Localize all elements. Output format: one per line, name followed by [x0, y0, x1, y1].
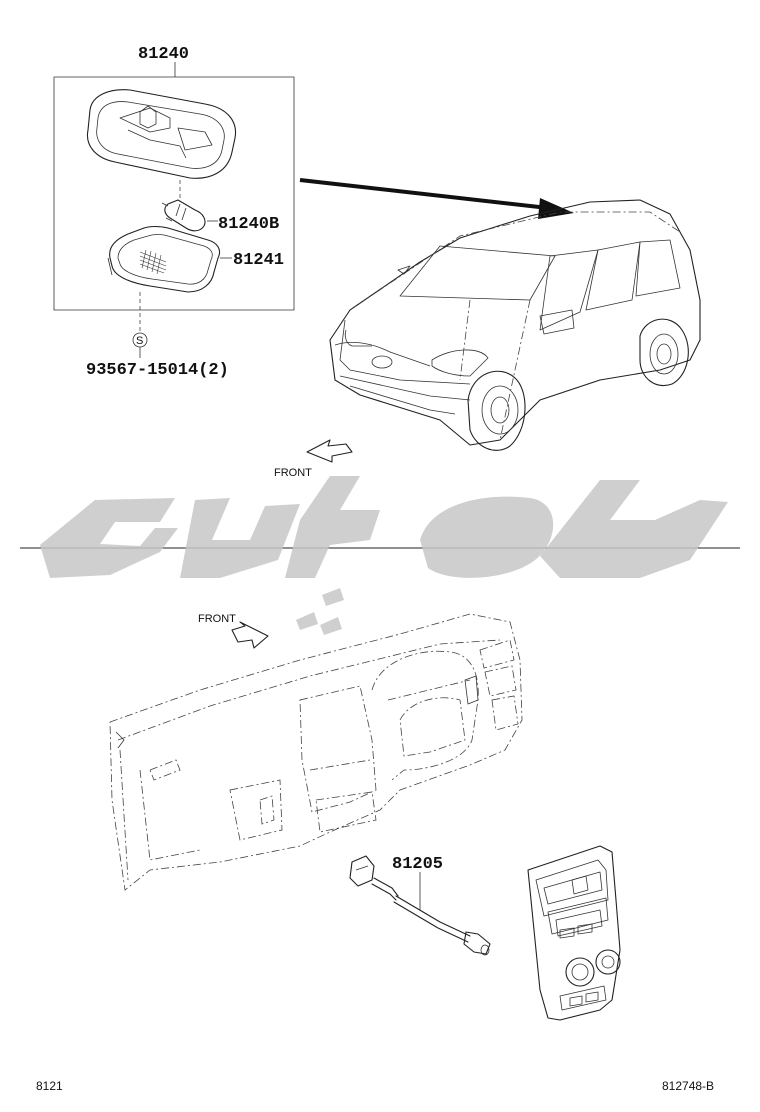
climate-knob-left: [565, 957, 595, 987]
front-direction-arrow-top: FRONT: [274, 439, 353, 479]
part-number-81240: 81240: [138, 45, 189, 64]
front-label-bottom: FRONT: [198, 613, 236, 625]
front-wheel: [481, 385, 519, 435]
vehicle-illustration: [329, 199, 701, 451]
vehicle-emblem: [371, 355, 393, 369]
harness-connector: [349, 855, 375, 887]
part-number-81240B: 81240B: [218, 215, 279, 234]
part-number-81205: 81205: [392, 855, 443, 874]
footer-right-code: 812748-B: [662, 1079, 714, 1093]
watermark-logo: [40, 476, 728, 635]
instrument-panel-illustration: [109, 613, 523, 891]
footer-left-code: 8121: [36, 1079, 63, 1093]
rear-wheel: [649, 333, 679, 375]
assembly-frame: [53, 76, 295, 311]
harness-socket: [463, 931, 491, 955]
part-number-93567: 93567-15014(2): [86, 361, 229, 380]
front-label-top: FRONT: [274, 467, 312, 479]
lamp-housing: [86, 89, 237, 179]
wire-harness-81205: 81205: [349, 855, 491, 956]
lens-grid-pattern: [139, 249, 167, 275]
festoon-bulb: [161, 199, 206, 232]
center-cluster-panel: [527, 845, 621, 1021]
lamp-lens: [107, 225, 221, 293]
front-direction-arrow-bottom: FRONT: [198, 613, 269, 649]
part-number-81241: 81241: [233, 251, 284, 270]
climate-knob-right: [595, 949, 621, 975]
dome-lamp-group: 81240 81240B: [53, 45, 295, 380]
location-arrow: [299, 178, 574, 219]
screw-marker-letter: S: [136, 335, 143, 347]
